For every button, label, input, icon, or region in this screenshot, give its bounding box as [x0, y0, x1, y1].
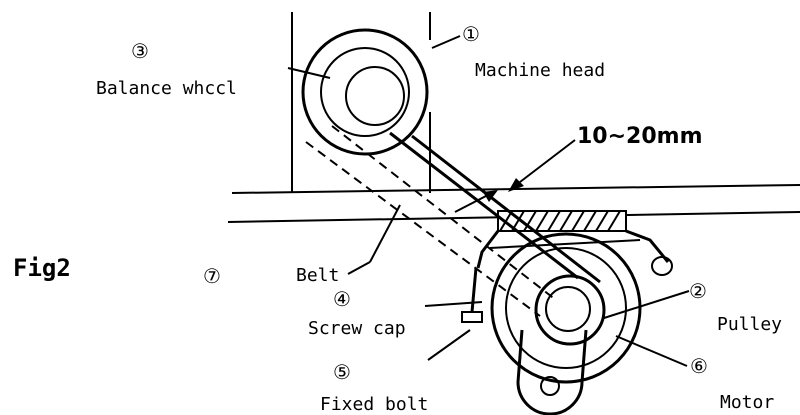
pulley-number: ②	[689, 279, 707, 303]
belt-dashed	[305, 125, 557, 317]
dimension-arrow	[454, 139, 576, 213]
leader-lines	[287, 35, 690, 367]
motor-bracket	[476, 229, 673, 276]
fixed-bolt-assembly	[424, 267, 483, 323]
fixed-bolt-number: ⑤	[333, 360, 351, 384]
screw-cap-number: ④	[333, 287, 351, 311]
balance-wheel-number: ③	[131, 39, 149, 63]
motor-label: Motor	[720, 392, 774, 413]
balance-wheel	[301, 28, 429, 156]
balance-wheel-label: Balance whccl	[96, 78, 237, 99]
dimension-label: 10~20mm	[577, 124, 703, 149]
motor-pulley	[490, 232, 642, 415]
belt-solid	[389, 131, 601, 284]
mount-block	[497, 210, 627, 232]
machine-head-label: Machine head	[475, 60, 605, 81]
machine-head-frame	[291, 12, 431, 193]
screw-cap-label: Screw cap	[308, 318, 406, 339]
figure-label: Fig2	[13, 254, 71, 282]
machine-head-number: ①	[462, 22, 480, 46]
motor-number: ⑥	[690, 354, 708, 378]
pulley-label: Pulley	[717, 314, 782, 335]
belt-label: Belt	[296, 265, 339, 286]
belt-number: ⑦	[203, 264, 221, 288]
fixed-bolt-label: Fixed bolt	[320, 394, 428, 415]
